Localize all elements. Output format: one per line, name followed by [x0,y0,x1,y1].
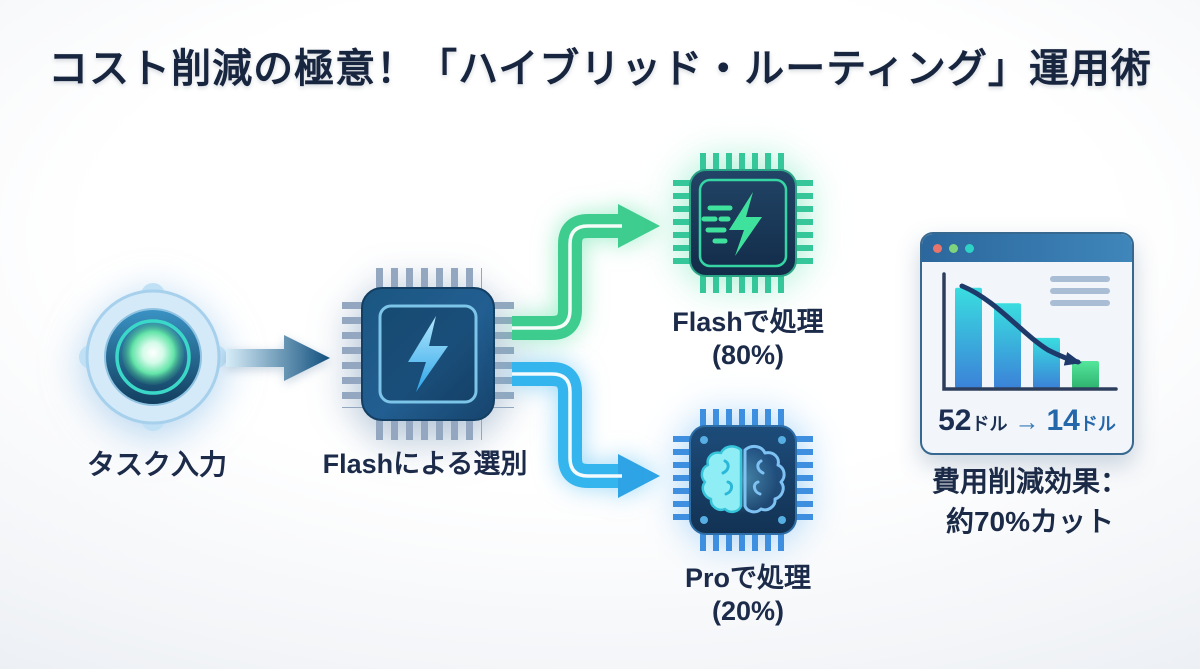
flash-share-text: (80%) [711,339,785,370]
pro-share-text: (20%) [711,595,785,626]
cost-comparison: 52 ドル → 14 ドル [930,404,1124,438]
orb-core-glow [122,323,184,385]
result-caption: 費用削減効果： 約70%カット [880,462,1180,542]
cost-after-value: 14 [1046,404,1080,437]
flash-label: Flashで処理 (80%) [638,306,858,372]
chip-pins [673,153,813,293]
caption-line-2: 約70%カット [945,505,1115,537]
red-dot-icon [933,243,942,253]
pro-label: Proで処理 (20%) [638,562,858,628]
cost-arrow: → [1014,408,1040,436]
input-label: タスク入力 [86,449,227,480]
cost-before: 52 ドル [938,404,1007,438]
chart-bars [955,287,1099,388]
lightning-bolt-icon [408,316,448,392]
cost-after-unit: ドル [1079,414,1116,434]
declining-trend-arrow-icon [959,283,1082,366]
curved-arrow-down-icon [512,362,660,498]
pro-label-text: Proで処理 [684,563,811,593]
brain-icon [700,444,786,514]
brain-chip-icon [673,409,813,551]
chart-bar [955,287,982,388]
chart-axes [942,272,1118,391]
green-dot-icon [949,243,958,253]
page-title: コスト削減の極意！「ハイブリッド・ルーティング」運用術 [48,47,1152,91]
speed-lightning-chip-icon [673,153,813,293]
orb-teal-ring [115,319,191,395]
curved-arrow-up-icon [512,204,660,340]
router-label: Flashによる選別 [322,449,528,479]
speed-lightning-bolt-icon [729,192,762,256]
ai-core-orb-icon [79,283,227,431]
chart-bar [1072,361,1099,388]
chip-pins [342,268,514,440]
result-browser-card: 52 ドル → 14 ドル [920,232,1134,455]
cost-bar-chart [942,272,1118,391]
flash-label-text: Flashで処理 [672,307,824,337]
caption-line-1: 費用削減効果： [931,466,1128,497]
chip-screws [700,436,786,524]
lightning-chip-icon [342,268,514,440]
right-arrow-icon [226,335,330,381]
chip-inner-frame [698,178,788,268]
browser-body: 52 ドル → 14 ドル [922,262,1132,438]
teal-dot-icon [965,243,974,253]
menu-lines-icon [1050,276,1110,306]
cost-before-unit: ドル [971,414,1008,434]
cost-after: 14 ドル [1047,404,1116,438]
chip-pins [673,409,813,551]
speed-lines-icon [701,205,733,244]
cost-before-value: 52 [938,404,972,437]
browser-titlebar [922,234,1132,262]
chart-bar [1033,337,1060,388]
